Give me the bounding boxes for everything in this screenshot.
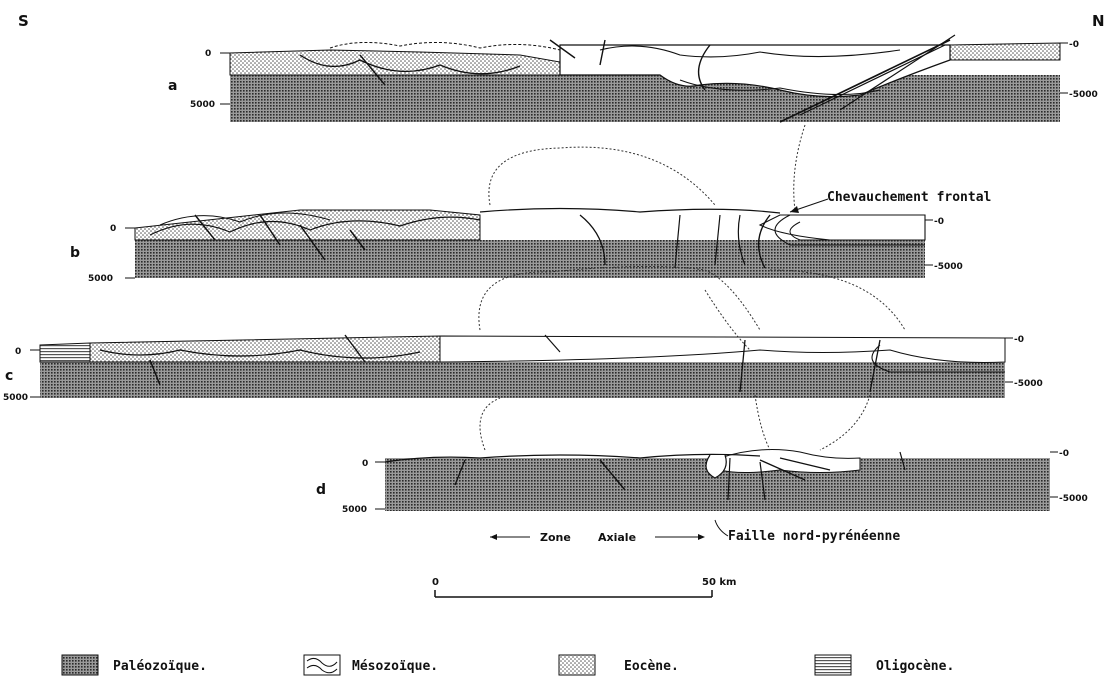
section-b-depth-bottom-right: -5000 bbox=[934, 262, 963, 272]
south-label: S bbox=[18, 12, 29, 30]
north-pyrenean-fault-label: Faille nord-pyrénéenne bbox=[728, 529, 900, 544]
axial-zone-label-right: Axiale bbox=[598, 531, 636, 544]
axial-zone-indicator: Zone Axiale bbox=[490, 531, 705, 544]
axial-zone-label-left: Zone bbox=[540, 531, 571, 544]
legend-label-oligocene: Oligocène. bbox=[876, 659, 954, 674]
section-b-depth-top-right: -0 bbox=[934, 217, 944, 227]
section-c: c 0 5000 -0 -5000 bbox=[3, 335, 1043, 403]
frontal-thrust-label: Chevauchement frontal bbox=[827, 190, 991, 205]
section-b-mesozoic bbox=[760, 215, 925, 240]
section-c-depth-bottom-right: -5000 bbox=[1014, 379, 1043, 389]
legend-label-eocene: Eocène. bbox=[624, 659, 679, 674]
legend-swatch-paleozoic bbox=[62, 655, 98, 675]
section-d: d 0 5000 -0 -5000 bbox=[316, 449, 1088, 515]
legend: Paléozoïque. Mésozoïque. Eocène. Oligocè… bbox=[62, 655, 954, 675]
legend-swatch-oligocene bbox=[815, 655, 851, 675]
section-a-depth-bottom-left: 5000 bbox=[190, 100, 215, 110]
section-a-paleozoic-band bbox=[230, 75, 1060, 122]
legend-swatch-eocene bbox=[559, 655, 595, 675]
section-d-depth-top-right: -0 bbox=[1059, 449, 1069, 459]
section-c-depth-bottom-left: 5000 bbox=[3, 393, 28, 403]
section-c-mesozoic bbox=[440, 336, 1005, 363]
north-pyrenean-fault-arrow bbox=[715, 520, 728, 536]
section-d-depth-top-left: 0 bbox=[362, 459, 368, 469]
section-d-depth-bottom-left: 5000 bbox=[342, 505, 367, 515]
scale-bar-end: 50 km bbox=[702, 577, 736, 588]
scale-bar: 0 50 km bbox=[432, 577, 736, 597]
section-b-depth-bottom-left: 5000 bbox=[88, 274, 113, 284]
legend-label-mesozoic: Mésozoïque. bbox=[352, 659, 438, 674]
section-c-label: c bbox=[5, 368, 13, 384]
scale-bar-start: 0 bbox=[432, 577, 439, 588]
section-a-depth-top-left: 0 bbox=[205, 49, 211, 59]
section-c-depth-top-left: 0 bbox=[15, 347, 21, 357]
section-c-eocene bbox=[90, 336, 440, 362]
section-a-label: a bbox=[168, 78, 177, 94]
correlation-lines bbox=[479, 125, 905, 450]
section-d-label: d bbox=[316, 482, 326, 498]
section-b-depth-top-left: 0 bbox=[110, 224, 116, 234]
section-b-label: b bbox=[70, 245, 80, 261]
section-c-oligocene bbox=[40, 343, 90, 362]
north-label: N bbox=[1092, 12, 1105, 30]
legend-swatch-mesozoic bbox=[304, 655, 340, 675]
section-a-depth-top-right: -0 bbox=[1069, 40, 1079, 50]
section-a: a 0 5000 -0 -5000 bbox=[168, 35, 1098, 122]
section-d-depth-bottom-right: -5000 bbox=[1059, 494, 1088, 504]
section-b: b 0 5000 -0 -5000 bbox=[70, 209, 963, 285]
section-c-depth-top-right: -0 bbox=[1014, 335, 1024, 345]
section-c-paleozoic-band bbox=[40, 362, 1005, 398]
legend-label-paleozoic: Paléozoïque. bbox=[113, 659, 207, 674]
section-a-depth-bottom-right: -5000 bbox=[1069, 90, 1098, 100]
section-a-eocene-right bbox=[950, 43, 1060, 60]
